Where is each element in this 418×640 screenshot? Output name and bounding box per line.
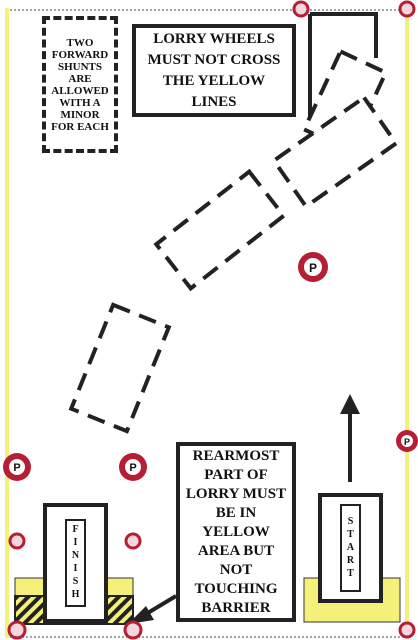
start-label-box: START: [318, 493, 383, 603]
lorry-path-position-4: [68, 302, 172, 434]
reverse-arrow-shaft: [144, 594, 178, 616]
p-marker-label: P: [404, 437, 410, 447]
start-label: START: [340, 504, 361, 592]
p-marker-left: P: [3, 453, 31, 481]
lorry-path-position-2: [271, 94, 399, 210]
reverse-arrow-head: [128, 606, 154, 624]
p-marker-label: P: [309, 261, 317, 275]
shunts-note-box: TWO FORWARD SHUNTS ARE ALLOWED WITH A MI…: [42, 16, 118, 153]
p-marker-center: P: [298, 252, 328, 282]
lorry-path-position-3: [153, 168, 287, 292]
p-marker-label: P: [129, 462, 136, 474]
shunts-note-text: TWO FORWARD SHUNTS ARE ALLOWED WITH A MI…: [51, 36, 109, 133]
cone-top-right: [292, 0, 310, 18]
p-marker-label: P: [13, 462, 20, 474]
wheels-rule-text: LORRY WHEELS MUST NOT CROSS THE YELLOW L…: [147, 30, 281, 110]
cone-left-mid: [8, 532, 26, 550]
finish-label-box: FINISH: [43, 503, 108, 623]
p-marker-right-edge: P: [396, 430, 418, 452]
reverse-rule-text: REARMOST PART OF LORRY MUST BE IN YELLOW…: [185, 447, 287, 616]
finish-label: FINISH: [65, 519, 86, 607]
right-yellow-line: [405, 8, 409, 638]
p-marker-mid-left: P: [119, 453, 147, 481]
left-yellow-line: [5, 8, 9, 638]
start-bay-outline: [308, 12, 378, 118]
cone-top-right-edge: [398, 0, 416, 18]
cone-center-mid: [124, 532, 142, 550]
wheels-rule-box: LORRY WHEELS MUST NOT CROSS THE YELLOW L…: [132, 24, 296, 117]
forward-arrow-head: [340, 394, 360, 414]
reverse-rule-box: REARMOST PART OF LORRY MUST BE IN YELLOW…: [176, 442, 296, 622]
cone-bottom-right: [398, 621, 416, 639]
cone-bottom-center: [123, 620, 143, 640]
cone-bottom-left: [7, 620, 27, 640]
